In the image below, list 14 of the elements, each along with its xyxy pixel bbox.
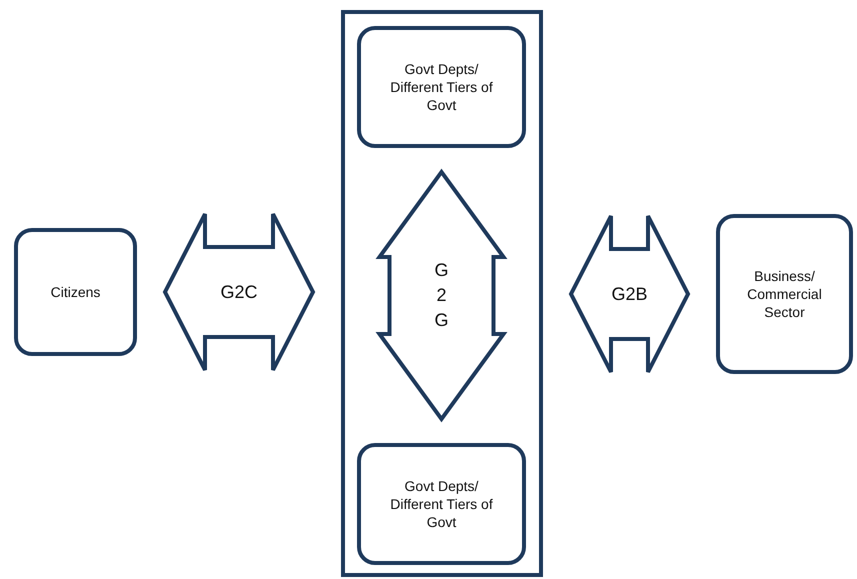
rounded-box [716,214,853,374]
node-text: Govt Depts/ Different Tiers of Govt [389,60,494,114]
edge-label: G2C [220,280,258,304]
edge-label: G2G [433,258,450,332]
edge-label: G2B [611,282,648,306]
rounded-box [14,228,137,356]
node-text: Business/ Commercial Sector [746,266,823,322]
double-block-arrow [162,212,316,372]
node-text: Citizens [50,282,102,302]
node-text: Govt Depts/ Different Tiers of Govt [389,476,494,532]
rounded-box [357,26,526,148]
double-block-arrow [376,168,508,422]
rounded-box [357,443,526,565]
double-block-arrow [568,214,690,374]
